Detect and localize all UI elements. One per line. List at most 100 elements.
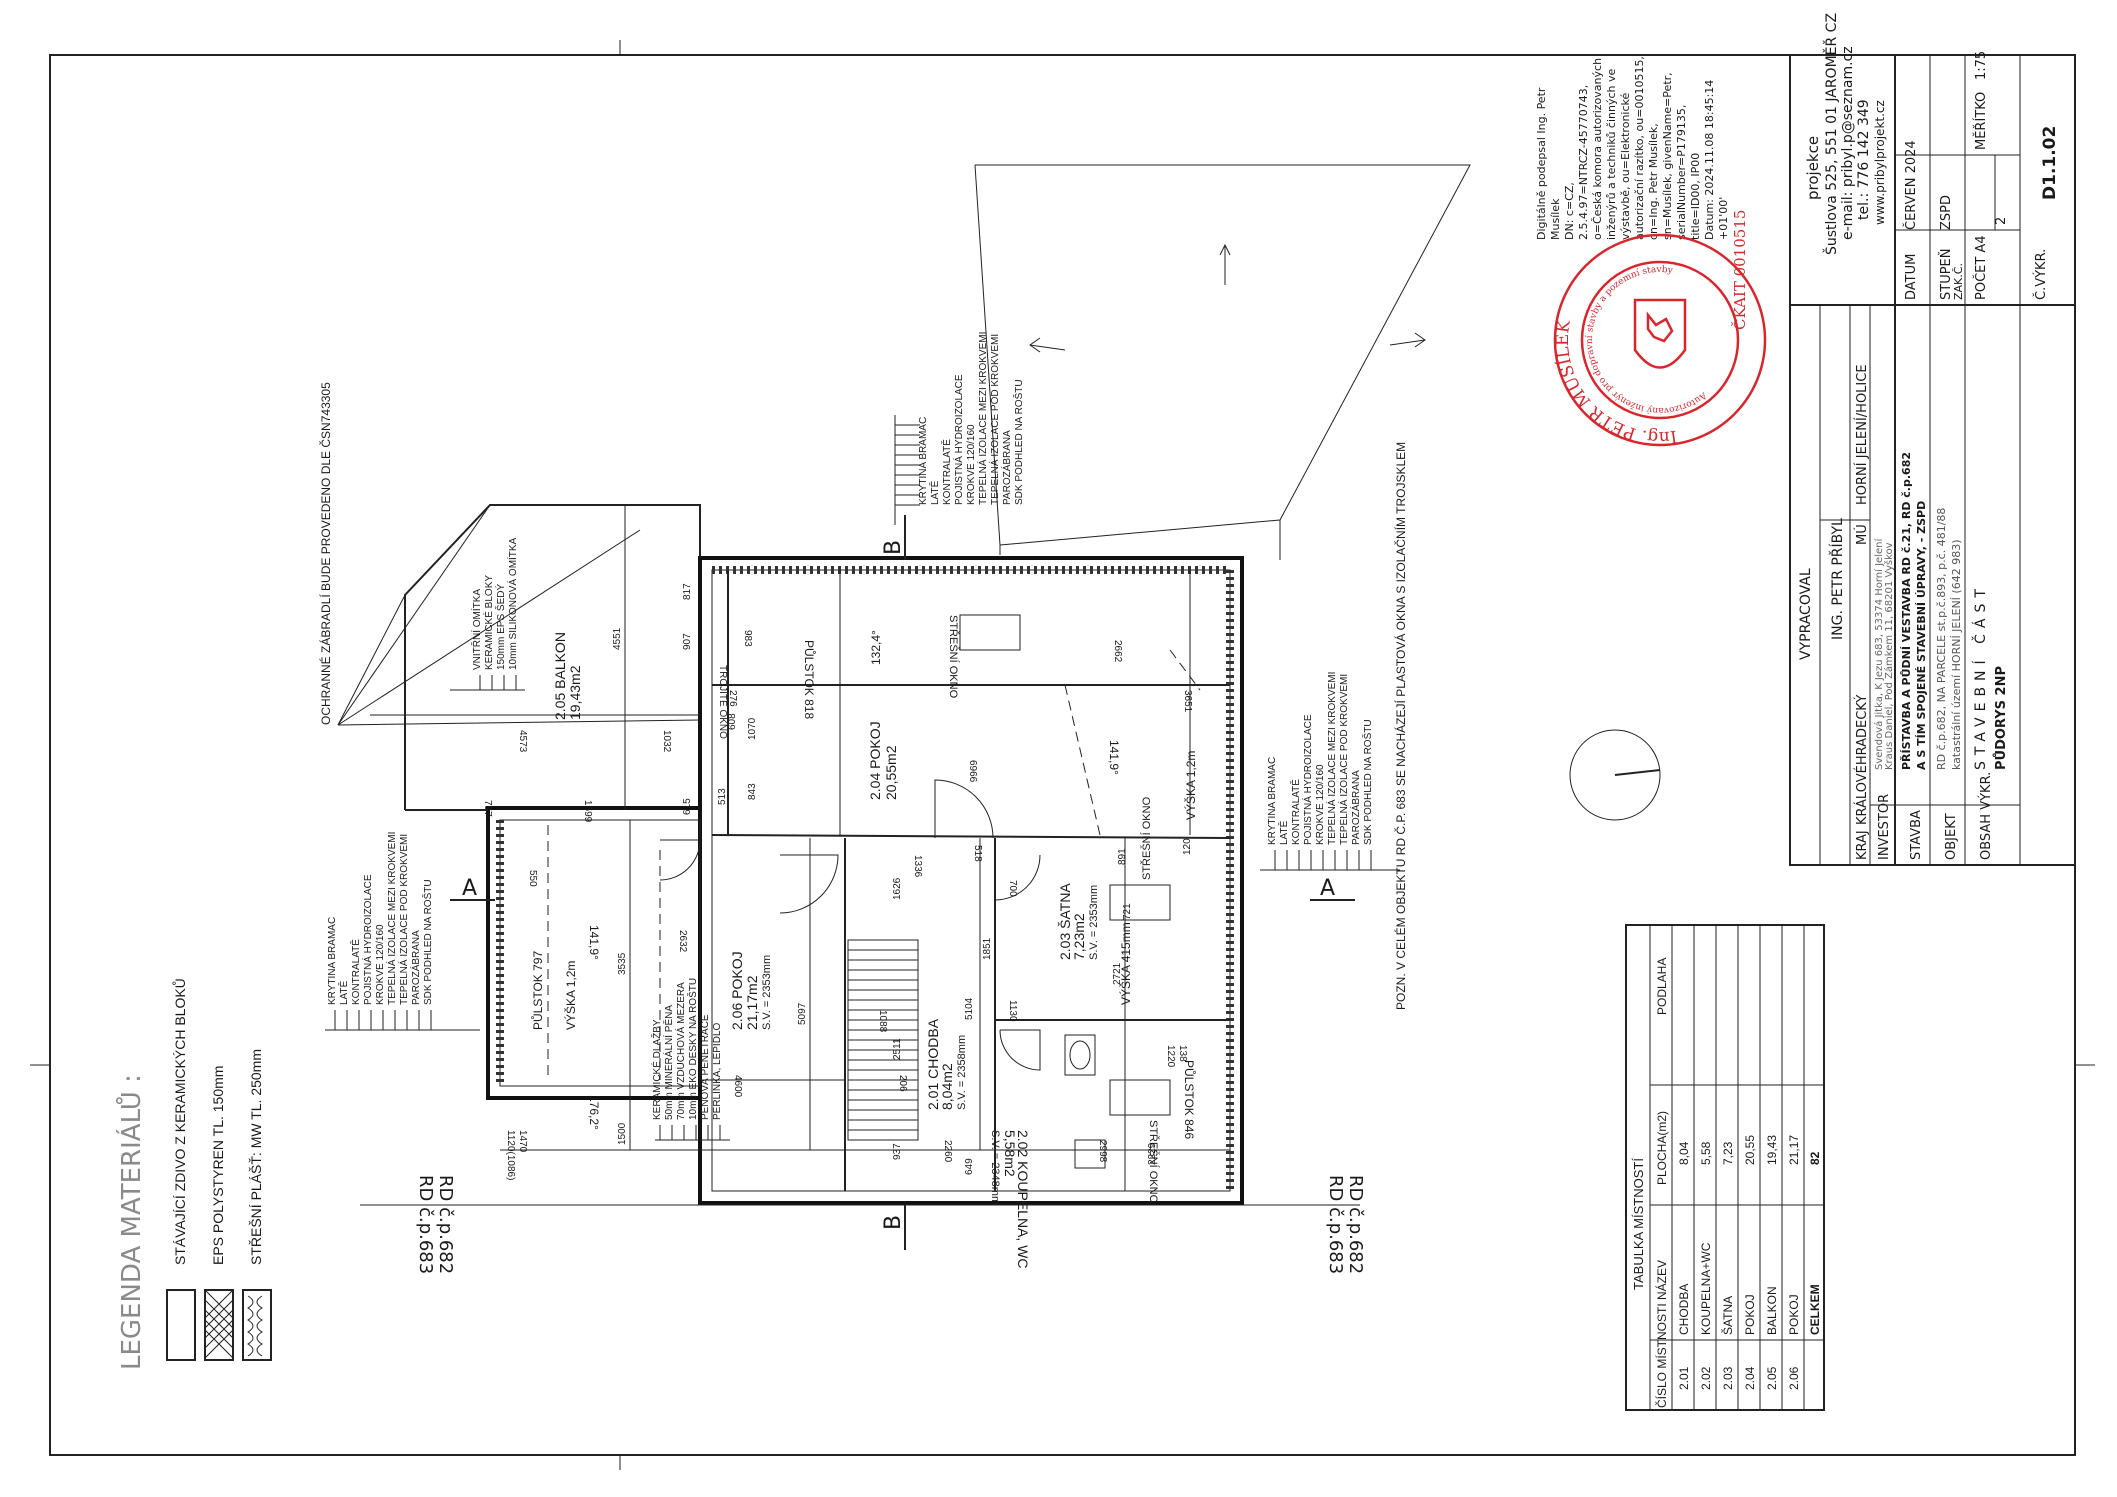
svg-text:SDK PODHLED NA ROŠTU: SDK PODHLED NA ROŠTU: [1361, 719, 1374, 845]
svg-text:Musílek: Musílek: [1549, 198, 1562, 240]
svg-text:518: 518: [972, 845, 983, 862]
svg-text:1626: 1626: [892, 877, 903, 900]
svg-text:TEPELNÁ IZOLACE POD KROKVEMI: TEPELNÁ IZOLACE POD KROKVEMI: [988, 334, 1001, 505]
svg-text:20,55: 20,55: [1743, 1135, 1757, 1165]
svg-text:2: 2: [1994, 217, 2009, 225]
svg-text:KROKVE 120/160: KROKVE 120/160: [1315, 764, 1326, 845]
svg-text:STŘEŠNÍ OKNO: STŘEŠNÍ OKNO: [1147, 1120, 1160, 1204]
svg-text:757: 757: [482, 800, 493, 817]
svg-text:843: 843: [747, 783, 758, 800]
svg-text:POKOJ: POKOJ: [1743, 1294, 1757, 1335]
svg-text:6966: 6966: [967, 760, 978, 783]
svg-text:5,58: 5,58: [1699, 1141, 1713, 1165]
windows-note: POZN. V CELÉM OBJEKTU RD Č.P. 683 SE NAC…: [1393, 442, 1408, 1010]
svg-text:autorizační razítko, ou=001051: autorizační razítko, ou=0010515,: [1633, 56, 1646, 240]
room-2-06-area: 21,17m2: [744, 975, 760, 1030]
svg-text:4551: 4551: [612, 627, 623, 650]
svg-text:983: 983: [742, 630, 753, 647]
svg-text:inženýrů a techniků činných ve: inženýrů a techniků činných ve: [1605, 69, 1618, 240]
svg-text:TEPELNÁ IZOLACE POD KROKVEMI: TEPELNÁ IZOLACE POD KROKVEMI: [1337, 674, 1350, 845]
legend-item-3: STŘEŠNÍ PLÁŠŤ: MW TL. 250mm: [248, 1049, 264, 1265]
svg-text:2632: 2632: [677, 930, 688, 953]
table-row: 2.05 BALKON 19,43: [1765, 1135, 1779, 1390]
svg-text:1470: 1470: [517, 1130, 528, 1153]
svg-text:2.05: 2.05: [1765, 1366, 1779, 1390]
svg-text:CELKEM: CELKEM: [1808, 1284, 1822, 1335]
svg-text:5097: 5097: [797, 1002, 808, 1025]
svg-text:www.pribylprojekt.cz: www.pribylprojekt.cz: [1873, 100, 1887, 225]
room-2-05-area: 19,43m2: [567, 665, 583, 720]
section-b-bottom: B: [881, 1215, 906, 1230]
svg-text:KRÁLOVÉHRADECKÝ: KRÁLOVÉHRADECKÝ: [1854, 695, 1870, 825]
svg-text:VYPRACOVAL: VYPRACOVAL: [1798, 568, 1814, 660]
svg-text:700: 700: [1007, 880, 1018, 897]
table-row: 2.06 POKOJ 21,17: [1787, 1135, 1801, 1390]
svg-text:10mm SILIKONOVÁ OMÍTKA: 10mm SILIKONOVÁ OMÍTKA: [506, 537, 519, 670]
railing-note: OCHRANNÉ ZÁBRADLÍ BUDE PROVEDENO DLE ČSN…: [318, 382, 333, 725]
svg-text:8,04: 8,04: [1677, 1141, 1691, 1165]
svg-text:katastrální území HORNÍ JELENÍ: katastrální území HORNÍ JELENÍ (642 983): [1950, 540, 1963, 771]
svg-text:Digitálně podepsal Ing. Petr: Digitálně podepsal Ing. Petr: [1535, 87, 1548, 240]
svg-text:title=ID00, IP00: title=ID00, IP00: [1689, 153, 1702, 240]
svg-text:150mm EPS ŠEDÝ: 150mm EPS ŠEDÝ: [494, 584, 507, 670]
svg-text:ŠATNA: ŠATNA: [1720, 1296, 1735, 1335]
table-row: 2.04 POKOJ 20,55: [1743, 1135, 1757, 1390]
svg-text:VÝŠKA 1,2m: VÝŠKA 1,2m: [563, 961, 578, 1030]
svg-text:2.04: 2.04: [1743, 1366, 1757, 1390]
svg-text:PŮLSTOK 797: PŮLSTOK 797: [530, 951, 545, 1030]
floor-plan: 2.05 BALKON 19,43m2 2.04 POKOJ 20,55m2 2…: [318, 164, 1661, 1274]
svg-text:LATĚ: LATĚ: [1277, 820, 1290, 845]
svg-text:LATĚ: LATĚ: [928, 480, 941, 505]
svg-text:Autorizovaný inženýr pro dopra: Autorizovaný inženýr pro dopravní stavby…: [1554, 245, 1753, 446]
svg-text:Ing. PETR MUSÍLEK: Ing. PETR MUSÍLEK: [1547, 301, 1679, 464]
roof-window-3: [1109, 1079, 1171, 1116]
svg-text:Šustlova 525, 551 01 JAROMĚŘ C: Šustlova 525, 551 01 JAROMĚŘ CZ: [1822, 13, 1840, 255]
svg-text:KOUPELNA+WC: KOUPELNA+WC: [1699, 1242, 1713, 1335]
svg-text:Svendová Jitka, K Jezu 683, 53: Svendová Jitka, K Jezu 683, 53374 Horní …: [1873, 538, 1885, 770]
floor-composition: KERAMICKÉ DLAŽBY 50mm MINERÁLNÍ PĚNA 70m…: [650, 978, 730, 1141]
svg-text:tel.: 776 142 349: tel.: 776 142 349: [1856, 99, 1872, 220]
svg-text:4573: 4573: [517, 730, 528, 753]
coat-of-arms-icon: [1633, 298, 1687, 369]
svg-text:ČERVEN 2024: ČERVEN 2024: [1903, 140, 1919, 230]
svg-text:KERAMICKÉ DLAŽBY: KERAMICKÉ DLAŽBY: [650, 1019, 663, 1120]
section-a-left: A: [462, 876, 477, 901]
svg-text:ING. PETR PŘÍBYL: ING. PETR PŘÍBYL: [1829, 518, 1846, 640]
svg-text:19,43: 19,43: [1765, 1135, 1779, 1165]
svg-text:LATĚ: LATĚ: [337, 980, 350, 1005]
svg-text:PLOCHA(m2): PLOCHA(m2): [1655, 1111, 1669, 1185]
svg-text:2662: 2662: [1112, 640, 1123, 663]
svg-text:176,2°: 176,2°: [587, 1095, 601, 1130]
north-arrow: [1569, 729, 1661, 821]
svg-text:276: 276: [727, 690, 738, 707]
svg-text:CHODBA: CHODBA: [1677, 1284, 1691, 1335]
svg-text:721: 721: [1122, 903, 1133, 920]
room-2-06-name: 2.06 POKOJ: [729, 951, 745, 1030]
section-b-top: B: [881, 540, 906, 555]
svg-text:1851: 1851: [982, 937, 993, 960]
svg-text:1336: 1336: [912, 855, 923, 878]
svg-text:Č.VÝKR.: Č.VÝKR.: [2033, 249, 2049, 300]
svg-text:4600: 4600: [732, 1075, 743, 1098]
rd-683-left: RD č.p.683: [415, 1175, 436, 1274]
svg-text:S.V. = 2348mm: S.V. = 2348mm: [989, 1130, 1001, 1205]
svg-text:891: 891: [1117, 848, 1128, 865]
svg-text:MĚŘÍTKO: MĚŘÍTKO: [1973, 92, 1989, 150]
svg-text:ČKAIT 0010515: ČKAIT 0010515: [1731, 210, 1749, 330]
svg-text:2998: 2998: [1097, 1140, 1108, 1163]
svg-text:MÚ: MÚ: [1854, 524, 1870, 545]
svg-text:serialNumber=P179135,: serialNumber=P179135,: [1675, 105, 1688, 240]
svg-text:DN: c=CZ,: DN: c=CZ,: [1563, 182, 1576, 240]
svg-text:TEPELNÁ IZOLACE MEZI KROKVEMI: TEPELNÁ IZOLACE MEZI KROKVEMI: [976, 332, 989, 505]
svg-text:KONTRALATĚ: KONTRALATĚ: [1289, 779, 1302, 845]
room-2-05-name: 2.05 BALKON: [552, 632, 568, 720]
legend-title: LEGENDA MATERIÁLŮ :: [115, 1074, 147, 1370]
svg-text:o=Česká komora autorizovaných: o=Česká komora autorizovaných: [1591, 58, 1604, 240]
wc: [1064, 1034, 1096, 1076]
svg-text:7,23: 7,23: [1721, 1141, 1735, 1165]
legend-swatch-eps: [204, 1289, 234, 1361]
svg-text:TROJITÉ OKNO: TROJITÉ OKNO: [717, 665, 730, 739]
svg-text:PERLINKA, LEPIDLO: PERLINKA, LEPIDLO: [712, 1023, 723, 1120]
svg-text:+01'00': +01'00': [1717, 197, 1730, 240]
